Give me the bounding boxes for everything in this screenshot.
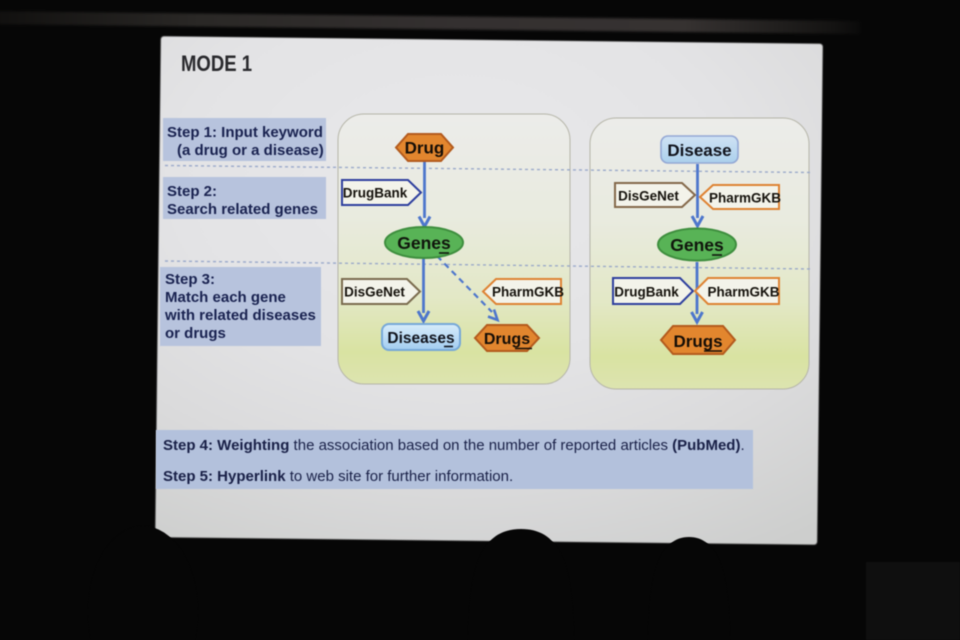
svg-text:Disease: Disease [667, 141, 731, 160]
svg-text:Step 1: Input keyword: Step 1: Input keyword [167, 124, 323, 141]
svg-text:Step 3:: Step 3: [165, 271, 215, 288]
svg-text:Genes: Genes [670, 235, 724, 255]
svg-text:with related diseases: with related diseases [164, 307, 316, 324]
svg-text:DisGeNet: DisGeNet [344, 285, 405, 300]
svg-text:Drugs: Drugs [484, 331, 530, 348]
svg-text:PharmGKB: PharmGKB [707, 285, 779, 300]
svg-text:(a drug or a disease): (a drug or a disease) [177, 142, 324, 159]
svg-text:Match each gene: Match each gene [165, 289, 286, 306]
svg-text:Search related genes: Search related genes [167, 201, 318, 218]
svg-text:Step 4: Weighting the associat: Step 4: Weighting the association based … [163, 437, 745, 454]
svg-text:Drugs: Drugs [673, 332, 722, 351]
svg-text:Genes: Genes [397, 233, 451, 253]
svg-text:PharmGKB: PharmGKB [709, 191, 781, 206]
svg-text:Diseases: Diseases [387, 330, 454, 347]
svg-text:PharmGKB: PharmGKB [492, 285, 564, 300]
svg-text:DrugBank: DrugBank [614, 285, 679, 300]
svg-text:or drugs: or drugs [165, 325, 226, 342]
svg-text:Step 5: Hyperlink to web site: Step 5: Hyperlink to web site for furthe… [163, 468, 513, 485]
svg-text:DrugBank: DrugBank [343, 186, 408, 201]
svg-text:DisGeNet: DisGeNet [618, 189, 679, 204]
svg-text:Drug: Drug [405, 139, 445, 158]
svg-text:Step 2:: Step 2: [167, 183, 217, 200]
svg-text:MODE 1: MODE 1 [181, 51, 252, 76]
